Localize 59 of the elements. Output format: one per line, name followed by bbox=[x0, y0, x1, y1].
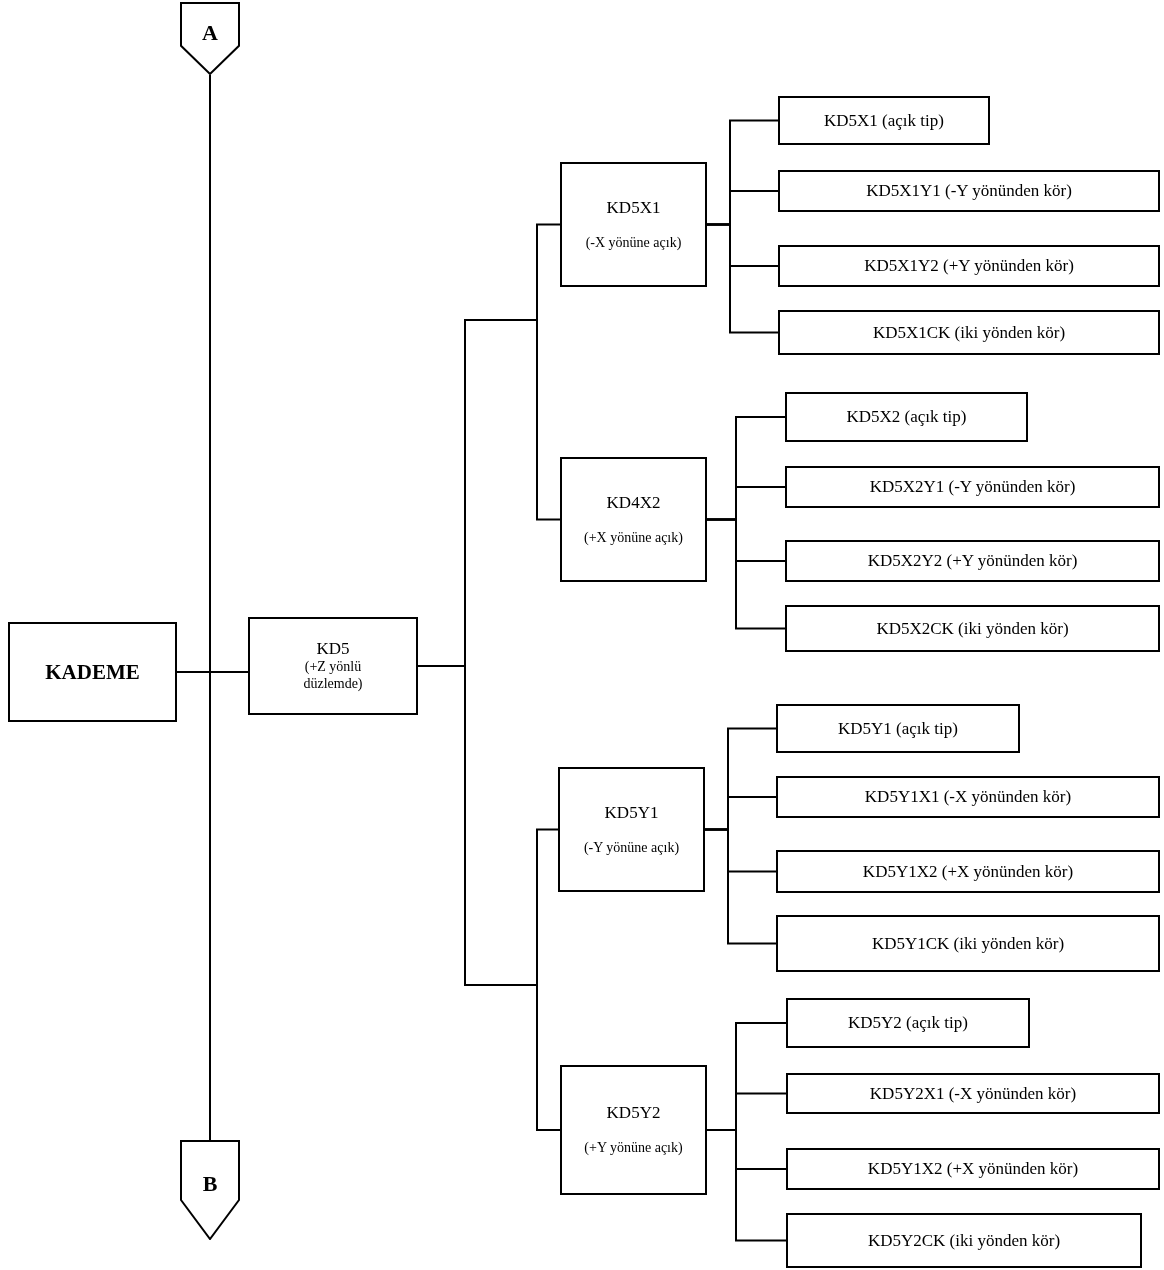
node-label: KD5X1 bbox=[606, 197, 661, 218]
node-label: KD5Y1X1 (-X yönünden kör) bbox=[864, 787, 1072, 807]
connector-line bbox=[209, 74, 211, 1141]
process-box bbox=[560, 457, 707, 582]
node-description: (-X yönüne açık) bbox=[584, 233, 683, 252]
node-description: (+X yönüne açık) bbox=[583, 528, 684, 547]
node-label: KD5 bbox=[316, 639, 350, 660]
process-box bbox=[786, 1148, 1160, 1190]
node-label: KD4X2 bbox=[606, 492, 661, 513]
node-description: (+Y yönüne açık) bbox=[583, 1139, 684, 1157]
node-label: KD5Y1X2 (+X yönünden kör) bbox=[862, 861, 1074, 882]
connector-line bbox=[706, 1129, 787, 1242]
node-label: KD5Y1 bbox=[604, 802, 659, 823]
process-box bbox=[785, 540, 1160, 582]
node-description: (+Z yönlü düzlemde) bbox=[302, 659, 364, 693]
connector-line bbox=[706, 223, 779, 334]
node-label: KD5X1Y1 (-Y yönünden kör) bbox=[866, 181, 1072, 201]
process-box bbox=[560, 1065, 707, 1195]
node-label: KD5X2 (açık tip) bbox=[846, 407, 967, 427]
node-label: KD5X2CK (iki yönden kör) bbox=[876, 618, 1069, 639]
process-box bbox=[776, 850, 1160, 893]
process-box bbox=[786, 1213, 1142, 1268]
process-box bbox=[778, 310, 1160, 355]
process-box bbox=[786, 998, 1030, 1048]
process-box bbox=[560, 162, 707, 287]
process-box bbox=[8, 622, 177, 722]
process-box bbox=[776, 776, 1160, 818]
process-box bbox=[786, 1073, 1160, 1114]
off-page-connector bbox=[180, 1140, 240, 1240]
node-label: KD5Y2 bbox=[606, 1103, 661, 1124]
node-label: KADEME bbox=[45, 659, 140, 685]
node-label: KD5X1CK (iki yönden kör) bbox=[872, 322, 1066, 343]
node-label: KD5X2Y2 (+Y yönünden kör) bbox=[867, 551, 1078, 571]
process-box bbox=[778, 245, 1160, 287]
node-label: KD5Y1CK (iki yönden kör) bbox=[871, 933, 1065, 954]
node-label: KD5Y2X1 (-X yönünden kör) bbox=[869, 1083, 1077, 1104]
process-box bbox=[778, 96, 990, 145]
connector-line bbox=[706, 518, 786, 630]
node-description: (-Y yönüne açık) bbox=[582, 838, 681, 857]
node-label: KD5Y2CK (iki yönden kör) bbox=[867, 1230, 1061, 1251]
process-box bbox=[785, 392, 1028, 442]
node-label: KD5X1Y2 (+Y yönünden kör) bbox=[864, 256, 1074, 276]
node-label: A bbox=[202, 19, 218, 46]
node-label: B bbox=[202, 1171, 218, 1197]
node-label: KD5Y1X2 (+X yönünden kör) bbox=[867, 1159, 1079, 1179]
node-label: KD5X1 (açık tip) bbox=[824, 110, 944, 131]
connector-line bbox=[704, 828, 777, 945]
process-box bbox=[776, 915, 1160, 972]
node-label: KD5Y2 (açık tip) bbox=[848, 1013, 968, 1033]
connector-line bbox=[176, 671, 249, 673]
process-box bbox=[778, 170, 1160, 212]
node-label: KD5X2Y1 (-Y yönünden kör) bbox=[869, 477, 1076, 497]
process-box bbox=[558, 767, 705, 892]
process-box bbox=[785, 466, 1160, 508]
off-page-connector bbox=[180, 2, 240, 75]
process-box bbox=[785, 605, 1160, 652]
process-box bbox=[776, 704, 1020, 753]
node-label: KD5Y1 (açık tip) bbox=[838, 718, 958, 739]
process-box bbox=[248, 617, 418, 715]
